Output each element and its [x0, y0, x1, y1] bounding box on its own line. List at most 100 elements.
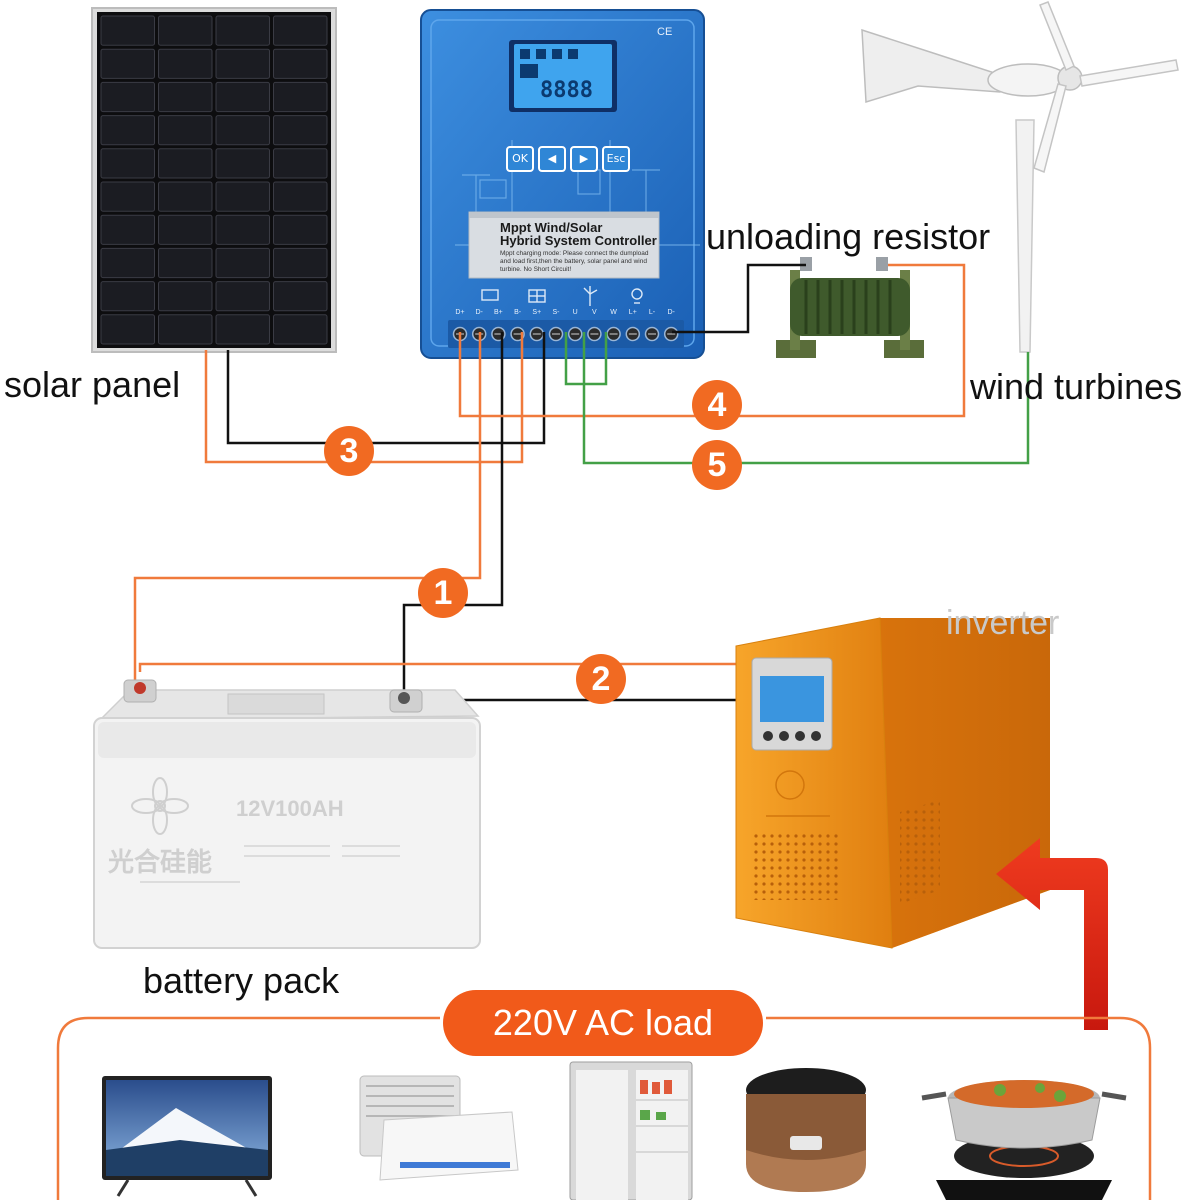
solar-cell [215, 214, 270, 245]
controller-icon-row [481, 286, 643, 306]
wind-turbines-label: wind turbines [970, 366, 1183, 407]
solar-cell [215, 181, 270, 212]
solar-cell [158, 214, 213, 245]
battery-pack-label: battery pack [143, 960, 340, 1001]
inverter-buttons [763, 731, 821, 741]
solar-panel-label: solar panel [4, 364, 181, 405]
right-button[interactable]: ▶ [570, 146, 598, 172]
terminal-label: V [592, 309, 597, 316]
terminal-label: D- [475, 309, 483, 316]
solar-cell [158, 115, 213, 146]
inverter [735, 617, 1050, 949]
solar-cell [100, 115, 155, 146]
terminal-label: D+ [455, 309, 465, 316]
load-frame-left [56, 1016, 440, 1200]
solar-cell [100, 148, 155, 179]
solar-cell [158, 314, 213, 345]
wire-5-wind [582, 332, 1030, 465]
solar-cell [273, 281, 328, 312]
left-button[interactable]: ◀ [538, 146, 566, 172]
wire-4-dumpload-negative [672, 263, 806, 334]
solar-cell [100, 181, 155, 212]
solar-panel [91, 7, 337, 353]
battery-model: 12V100AH [236, 796, 344, 821]
solar-cell [273, 247, 328, 279]
controller-title-line2: Hybrid System Controller [500, 233, 657, 248]
solar-cell [215, 314, 270, 345]
inverter-vent-front [750, 832, 840, 900]
terminal-label: L+ [628, 309, 637, 316]
solar-cell [215, 15, 270, 46]
load-frame-right [766, 1016, 1152, 1200]
solar-cell [273, 15, 328, 46]
connection-badge-1: 1 [418, 568, 468, 618]
wire-1-battery-negative [402, 332, 504, 698]
solar-cell [100, 247, 155, 279]
solar-cell [100, 314, 155, 345]
solar-cell [158, 281, 213, 312]
unloading-resistor-label: unloading resistor [706, 216, 991, 257]
solar-cell [273, 314, 328, 345]
solar-cell [215, 247, 270, 279]
solar-cell [215, 115, 270, 146]
connection-badge-2: 2 [576, 654, 626, 704]
wire-3-solar-negative [226, 332, 546, 445]
wire-2-inverter-positive [138, 662, 742, 672]
terminal-label: L- [648, 309, 656, 316]
terminal-label: D- [667, 309, 675, 316]
solar-cell [100, 214, 155, 245]
wind-icon [583, 286, 598, 306]
controller-title-line1: Mppt Wind/Solar [500, 220, 603, 235]
wire-5-wind-loop [564, 332, 608, 386]
hybrid-controller [420, 9, 705, 359]
solar-cell [100, 81, 155, 113]
solar-cell [215, 281, 270, 312]
terminal-label: S+ [532, 309, 542, 316]
refrigerator-appliance [569, 1061, 693, 1200]
controller-lcd-value: 8888 [540, 78, 593, 103]
battery-logo [131, 777, 189, 835]
solar-cell [158, 247, 213, 279]
inverter-vent-side [900, 800, 940, 904]
solar-cell [215, 148, 270, 179]
tv-appliance [102, 1076, 272, 1197]
battery-pack [93, 679, 481, 949]
ok-button[interactable]: OK [506, 146, 534, 172]
solar-cell [100, 281, 155, 312]
inverter-label: inverter [946, 604, 1060, 642]
battery-brand: 光合硅能 [108, 848, 213, 878]
terminal-label: S- [552, 309, 560, 316]
bulb-icon [631, 288, 643, 304]
connection-badge-5: 5 [692, 440, 742, 490]
terminal-label: U [572, 309, 578, 316]
terminal-label: W [610, 309, 617, 316]
esc-button[interactable]: Esc [602, 146, 630, 172]
solar-cell [273, 81, 328, 113]
wire-4-dumpload-positive [458, 263, 966, 418]
controller-lcd-screen [514, 44, 612, 108]
solar-cell [158, 48, 213, 79]
solar-cell [273, 181, 328, 212]
unloading-resistor [776, 257, 924, 358]
inverter-lcd [760, 676, 824, 722]
solar-cell [273, 148, 328, 179]
solar-cell [273, 115, 328, 146]
terminal-label: B- [514, 309, 522, 316]
solar-cell [100, 15, 155, 46]
solar-cell [158, 81, 213, 113]
solar-cell [215, 48, 270, 79]
wind-turbine [861, 1, 1179, 353]
solar-cell [215, 81, 270, 113]
ac-load-label: 220V AC load [443, 990, 763, 1056]
solar-cell [158, 148, 213, 179]
solar-cell [273, 214, 328, 245]
solar-cell [158, 15, 213, 46]
connection-badge-3: 3 [324, 426, 374, 476]
battery-icon [481, 289, 499, 301]
solar-cell [100, 48, 155, 79]
terminal-label: B+ [494, 309, 503, 316]
controller-label-plate [468, 211, 660, 279]
induction-cooker-appliance [921, 1080, 1127, 1200]
